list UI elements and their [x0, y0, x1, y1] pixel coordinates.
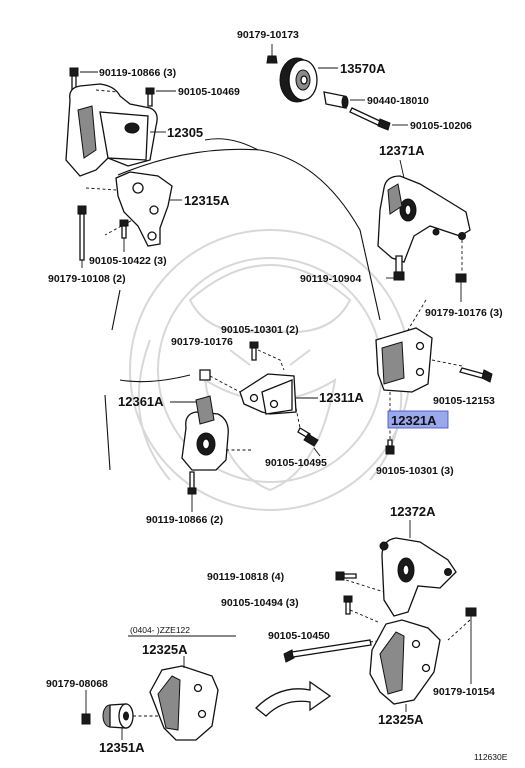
- label-90119-10818-4[interactable]: 90119-10818 (4): [207, 571, 284, 583]
- label-90119-10866-3[interactable]: 90119-10866 (3): [99, 67, 176, 79]
- label-12371a[interactable]: 12371A: [379, 143, 425, 158]
- bolt-90105-10469: [145, 87, 176, 107]
- label-90105-10422-3[interactable]: 90105-10422 (3): [89, 255, 167, 267]
- bolt-90105-10495: [297, 427, 321, 457]
- bracket-12325a-right: [369, 619, 441, 712]
- bolt-90105-10450: [283, 639, 387, 663]
- label-12321a[interactable]: 12321A: [391, 413, 437, 428]
- label-12325a-left[interactable]: 12325A: [142, 642, 188, 657]
- label-12311a[interactable]: 12311A: [319, 390, 364, 405]
- label-90179-10173[interactable]: 90179-10173: [237, 29, 299, 41]
- label-90179-10176-3[interactable]: 90179-10176 (3): [425, 307, 503, 319]
- pulley-13570a: [279, 57, 338, 103]
- bolt-90119-10904: [386, 255, 405, 281]
- label-90105-12153[interactable]: 90105-12153: [433, 395, 495, 407]
- bolt-90105-10301-2: [249, 341, 285, 371]
- label-90105-10301-3[interactable]: 90105-10301 (3): [376, 465, 454, 477]
- highlight-12321a: [387, 410, 449, 429]
- bolt-90105-10206: [349, 107, 408, 131]
- bolt-90119-10866-2: [187, 471, 197, 512]
- bracket-12315a: [85, 171, 182, 247]
- label-13570a[interactable]: 13570A: [340, 61, 386, 76]
- label-12305[interactable]: 12305: [167, 125, 203, 140]
- bolt-90105-10494-3: [343, 595, 379, 623]
- nut-90179-10176-3: [455, 273, 467, 302]
- label-90105-10494-3[interactable]: 90105-10494 (3): [221, 597, 299, 609]
- idler-bushing-90440-18010: [323, 91, 365, 109]
- bracket-12311a: [239, 373, 318, 429]
- label-12351a[interactable]: 12351A: [99, 740, 145, 755]
- bolt-90179-10173: [266, 44, 278, 64]
- label-12315a[interactable]: 12315A: [184, 193, 230, 208]
- label-90105-10450[interactable]: 90105-10450: [268, 630, 330, 642]
- nut-90179-10176: [199, 369, 241, 393]
- mount-12372a: [345, 520, 471, 641]
- bracket-12325a-left: [149, 656, 219, 741]
- nut-90179-08068: [81, 690, 91, 725]
- bushing-12351a: [102, 703, 160, 740]
- label-90105-10206[interactable]: 90105-10206: [410, 120, 472, 132]
- bolt-90105-10422-3: [119, 219, 129, 252]
- bracket-12321a: [375, 299, 463, 442]
- mount-12371a: [377, 159, 471, 272]
- label-12372a[interactable]: 12372A: [390, 504, 436, 519]
- bolt-90105-12153: [459, 367, 493, 383]
- bolt-90119-10818-4: [335, 571, 357, 581]
- bracket-12305: [65, 83, 166, 177]
- label-range-note: (0404- )ZZE122: [130, 625, 190, 635]
- label-12325a-right[interactable]: 12325A: [378, 712, 424, 727]
- label-90179-10108-2[interactable]: 90179-10108 (2): [48, 273, 126, 285]
- label-90119-10866-2[interactable]: 90119-10866 (2): [146, 514, 223, 526]
- bolt-90105-10301-3: [385, 439, 395, 455]
- label-90105-10469[interactable]: 90105-10469: [178, 86, 240, 98]
- label-90440-18010[interactable]: 90440-18010: [367, 95, 429, 107]
- nut-90179-10108-2: [77, 205, 87, 268]
- engine-outline: [104, 138, 381, 471]
- label-90179-10154[interactable]: 90179-10154: [433, 686, 495, 698]
- bolt-90119-10866-3: [69, 67, 98, 93]
- mount-12361a: [170, 395, 252, 471]
- nut-90179-10154: [465, 607, 477, 684]
- watermark-emblem: [129, 229, 411, 511]
- label-90179-10176[interactable]: 90179-10176: [171, 336, 233, 348]
- label-12361a[interactable]: 12361A: [118, 394, 164, 409]
- label-90179-08068[interactable]: 90179-08068: [46, 678, 108, 690]
- figure-id: 112630E: [474, 752, 508, 762]
- label-90105-10495[interactable]: 90105-10495: [265, 457, 327, 469]
- direction-arrow: [255, 680, 332, 717]
- label-90119-10904[interactable]: 90119-10904: [300, 273, 361, 285]
- label-90105-10301-2[interactable]: 90105-10301 (2): [221, 324, 299, 336]
